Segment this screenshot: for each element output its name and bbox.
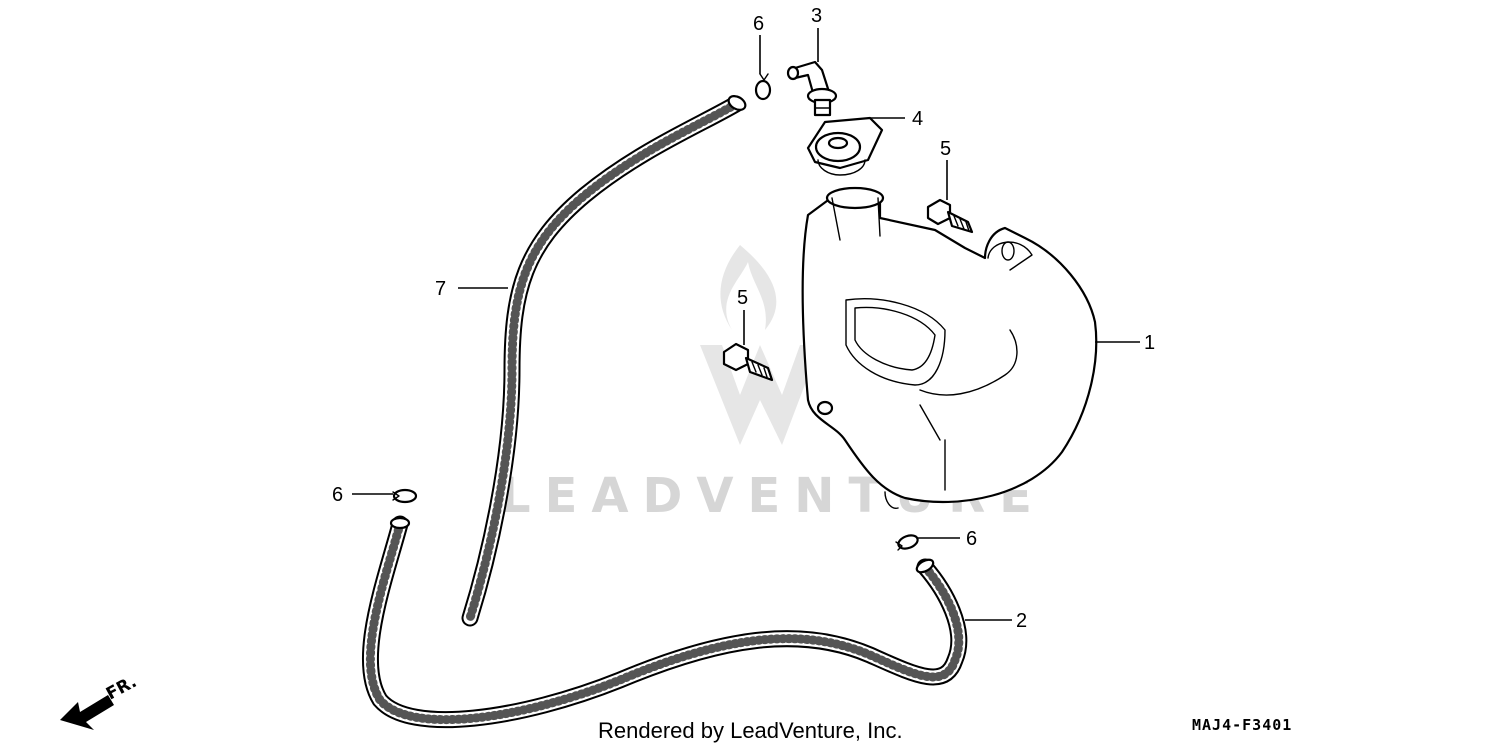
reservoir-tank-part-1 bbox=[801, 186, 1098, 509]
hose-part-7 bbox=[461, 95, 747, 627]
callout-7: 7 bbox=[435, 278, 446, 300]
leader-lines bbox=[352, 28, 1140, 621]
hose-part-2 bbox=[361, 515, 968, 729]
clip-part-6-right bbox=[895, 534, 919, 551]
callout-6-left: 6 bbox=[332, 484, 343, 506]
bolt-part-5-upper bbox=[926, 198, 974, 234]
callout-6-top: 6 bbox=[753, 13, 764, 35]
callout-3: 3 bbox=[811, 5, 822, 27]
breather-fitting-part-3 bbox=[786, 60, 838, 117]
cap-seal-part-4 bbox=[806, 116, 884, 176]
callout-2: 2 bbox=[1016, 610, 1027, 632]
callout-5-upper: 5 bbox=[940, 138, 951, 160]
callout-4: 4 bbox=[912, 108, 923, 130]
bolt-part-5-lower bbox=[722, 342, 774, 382]
front-direction-arrow: FR. bbox=[60, 672, 140, 730]
clip-part-6-top bbox=[754, 73, 772, 101]
rendered-by-credit: Rendered by LeadVenture, Inc. bbox=[598, 718, 903, 743]
clip-part-6-left bbox=[392, 488, 418, 504]
callout-5-lower: 5 bbox=[737, 287, 748, 309]
callout-1: 1 bbox=[1144, 332, 1155, 354]
diagram-code: MAJ4-F3401 bbox=[1192, 716, 1292, 734]
callout-6-right: 6 bbox=[966, 528, 977, 550]
